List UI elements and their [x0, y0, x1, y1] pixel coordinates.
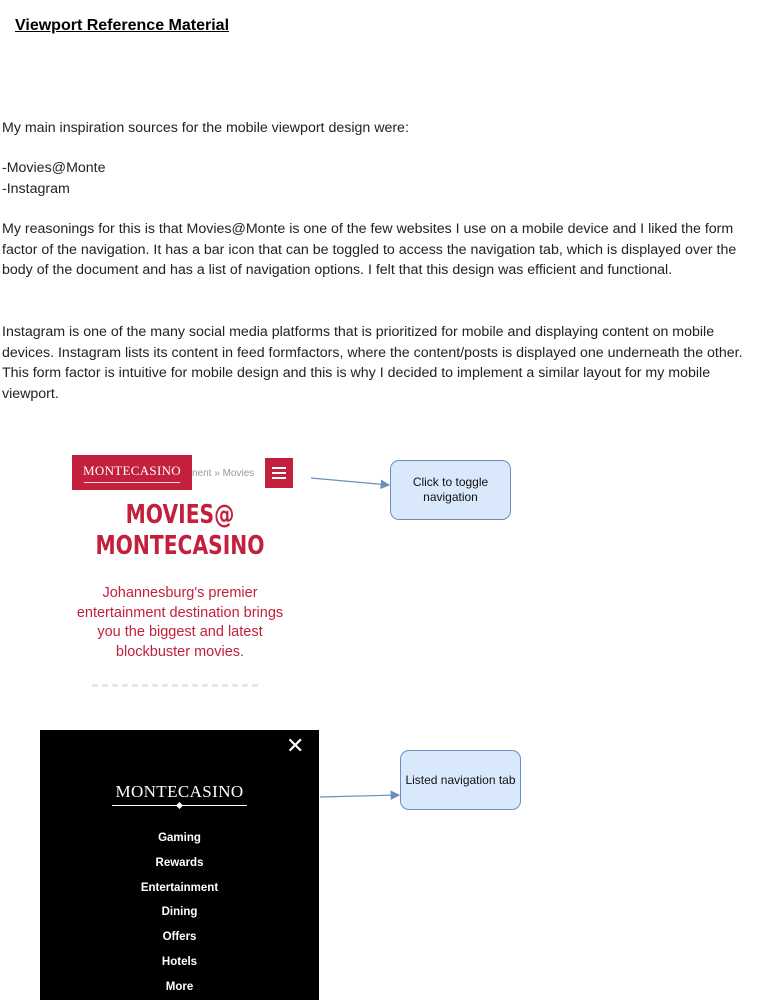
- heading-line-1: MOVIES@: [125, 500, 235, 530]
- nav-item-dining[interactable]: Dining: [161, 906, 198, 919]
- movies-heading: MOVIES@ MONTECASINO: [94, 500, 266, 562]
- toggle-callout-text: Click to toggle navigation: [412, 475, 489, 504]
- breadcrumb: nent » Movies: [192, 468, 255, 479]
- intro-paragraph: My main inspiration sources for the mobi…: [2, 120, 409, 136]
- montecasino-mobile-header-screenshot: MONTECASINO nent » Movies MOVIES@ MONTEC…: [70, 452, 295, 692]
- nav-item-entertainment[interactable]: Entertainment: [140, 881, 219, 894]
- source-item-2: -Instagram: [2, 181, 70, 197]
- nav-tab-callout-text: Listed navigation tab: [405, 772, 516, 787]
- hamburger-icon[interactable]: [265, 458, 293, 488]
- montecasino-navigation-screenshot: ✕ MONTECASINO Gaming Rewards Entertainme…: [40, 730, 319, 1000]
- montecasino-logo: MONTECASINO: [72, 455, 192, 490]
- nav-item-more[interactable]: More: [165, 980, 194, 993]
- logo-rule: [84, 482, 180, 483]
- instagram-paragraph: Instagram is one of the many social medi…: [2, 324, 743, 402]
- faded-text-line: [92, 684, 262, 687]
- nav-item-gaming[interactable]: Gaming: [158, 832, 201, 844]
- heading-line-2: MONTECASINO: [95, 531, 265, 561]
- tagline: Johannesburg's premier entertainment des…: [76, 585, 284, 660]
- logo-ornament: [175, 801, 184, 810]
- document-title: Viewport Reference Material: [15, 17, 230, 34]
- nav-item-rewards[interactable]: Rewards: [155, 856, 204, 869]
- toggle-callout: Click to toggle navigation: [390, 460, 511, 520]
- nav-item-hotels[interactable]: Hotels: [161, 955, 198, 968]
- reasoning-paragraph: My reasonings for this is that Movies@Mo…: [2, 221, 737, 278]
- nav-item-offers[interactable]: Offers: [162, 931, 197, 944]
- toggle-arrow: [310, 477, 391, 490]
- nav-tab-callout: Listed navigation tab: [400, 750, 521, 810]
- close-icon[interactable]: ✕: [286, 734, 305, 759]
- montecasino-logo-white: MONTECASINO: [115, 782, 244, 801]
- navigation-list: Gaming Rewards Entertainment Dining Offe…: [40, 830, 319, 1000]
- nav-tab-arrow: [319, 790, 401, 801]
- source-item-1: -Movies@Monte: [2, 160, 106, 176]
- logo-text: MONTECASINO: [83, 463, 181, 478]
